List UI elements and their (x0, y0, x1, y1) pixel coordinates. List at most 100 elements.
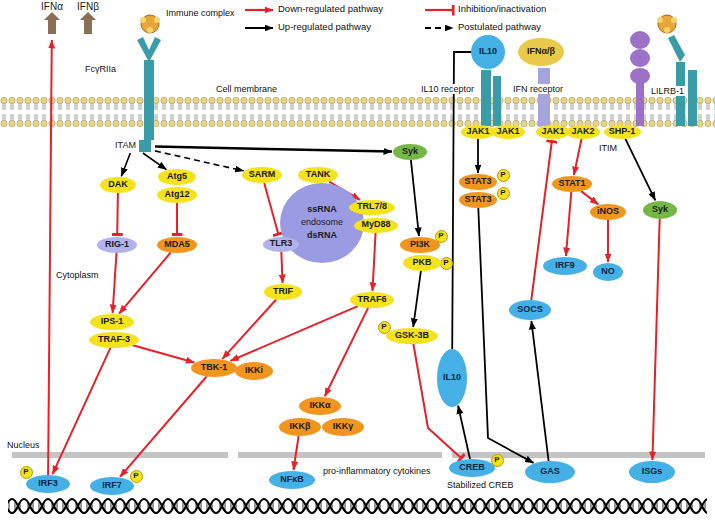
protein-node: IPS-1 (90, 314, 134, 330)
protein-node: IRF7 (90, 477, 134, 495)
node-label: TRAF-3 (98, 335, 130, 345)
node-label: TANK (306, 170, 330, 180)
node-label: STAT3 (464, 195, 491, 205)
region-label: ITIM (598, 143, 618, 153)
node-label: P (133, 472, 138, 481)
protein-node: Syk (643, 201, 677, 219)
pathway-arrow (478, 208, 533, 463)
legend-sample (425, 27, 453, 29)
protein-node: MyD88 (354, 218, 398, 233)
node-label: IFNβ (77, 1, 99, 12)
pathway-arrow (458, 406, 470, 459)
pathway-arrow (411, 160, 419, 236)
node-label: IFNα (41, 1, 63, 12)
protein-node: TBK-1 (191, 359, 237, 377)
protein-node: ITAM (111, 139, 155, 153)
phospho-badge: P (497, 187, 510, 200)
protein-node: SARM (242, 167, 282, 183)
node-label: JAK1 (496, 127, 519, 137)
protein-node: RIG-1 (97, 237, 137, 253)
protein-node: NO (593, 263, 623, 281)
node-label: IL10 (479, 47, 497, 57)
node-label: IRF7 (102, 481, 122, 491)
phospho-badge: P (440, 257, 453, 270)
node-label: MDA5 (164, 240, 190, 250)
phospho-badge: P (20, 466, 33, 479)
pathway-arrow (625, 139, 655, 201)
protein-node: IRF9 (543, 257, 587, 275)
protein-node: IFNα/β (518, 38, 564, 66)
node-label: Atg12 (164, 190, 189, 200)
node-label: TLR3 (270, 239, 293, 249)
region-label: Immune complex (165, 8, 236, 18)
phospho-badge: P (497, 169, 510, 182)
pathway-arrow (607, 220, 609, 262)
protein-node: IL10 (471, 35, 505, 69)
pathway-arrow (119, 253, 171, 314)
node-label: Syk (652, 205, 668, 215)
pathway-arrow (325, 308, 368, 396)
phospho-badge: P (130, 470, 143, 483)
pathway-arrow (116, 193, 119, 235)
protein-node: JAK1 (536, 125, 570, 139)
node-label: IKKγ (333, 422, 354, 432)
protein-node: JAK2 (566, 125, 600, 139)
region-label: pro-inflammatory cytokines (322, 466, 432, 476)
legend-text: Down-regulated pathway (277, 4, 384, 15)
endosome-circle: ssRNAendosomedsRNA (280, 183, 364, 263)
protein-node: IKKi (235, 362, 273, 380)
node-label: NO (601, 267, 615, 277)
protein-node: TRAF6 (350, 292, 394, 308)
pathway-arrow (264, 183, 278, 234)
pathway-arrow (574, 139, 582, 175)
node-label: JAK1 (541, 127, 564, 137)
protein-node: JAK1 (461, 125, 495, 139)
protein-node: SHP-1 (604, 125, 641, 139)
pathway-arrow (477, 139, 479, 173)
node-label: NFκB (280, 475, 304, 485)
region-label: Cell membrane (215, 84, 278, 94)
region-label: LILRB-1 (650, 86, 685, 96)
node-label: GAS (540, 467, 560, 477)
protein-node: STAT3 (459, 192, 497, 208)
protein-node: Atg12 (157, 187, 197, 203)
node-label: IKKi (245, 366, 263, 376)
pathway-arrow (155, 147, 392, 152)
node-label: IL10 (443, 373, 461, 383)
protein-node: STAT3 (459, 174, 497, 190)
node-label: iNOS (597, 207, 619, 217)
legend-sample (425, 9, 453, 11)
protein-node: Syk (393, 144, 427, 160)
protein-node: PKB (403, 255, 441, 271)
protein-node: GAS (525, 461, 575, 483)
node-label: JAK1 (466, 127, 489, 137)
protein-node: MDA5 (157, 237, 197, 253)
node-label: IRF9 (555, 261, 575, 271)
node-label: TBK-1 (201, 363, 228, 373)
node-label: ssRNA (307, 205, 337, 215)
pathway-arrow (155, 151, 244, 171)
region-label: Stabilized CREB (446, 480, 515, 490)
node-label: Atg5 (167, 172, 187, 182)
node-label: dsRNA (307, 231, 337, 241)
node-label: TRAF6 (358, 295, 387, 305)
node-label: PI3K (410, 240, 430, 250)
pathway-arrow (413, 271, 421, 327)
pathway-arrow (230, 306, 357, 361)
node-label: TRIF (273, 287, 293, 297)
node-label: P (381, 323, 386, 332)
pathway-arrow (373, 233, 376, 292)
interferon-output: IFNβ (73, 1, 103, 39)
node-label: PKB (412, 258, 431, 268)
node-label: ISGs (642, 467, 663, 477)
protein-node: Atg5 (158, 169, 196, 185)
pathway-arrow (113, 253, 117, 313)
pathway-arrow (652, 219, 659, 460)
protein-node: NFκB (269, 471, 315, 489)
pathway-arrow (120, 377, 207, 477)
node-label: JAK2 (571, 127, 594, 137)
region-label: IFN receptor (512, 84, 564, 94)
protein-node: ISGs (629, 461, 675, 483)
